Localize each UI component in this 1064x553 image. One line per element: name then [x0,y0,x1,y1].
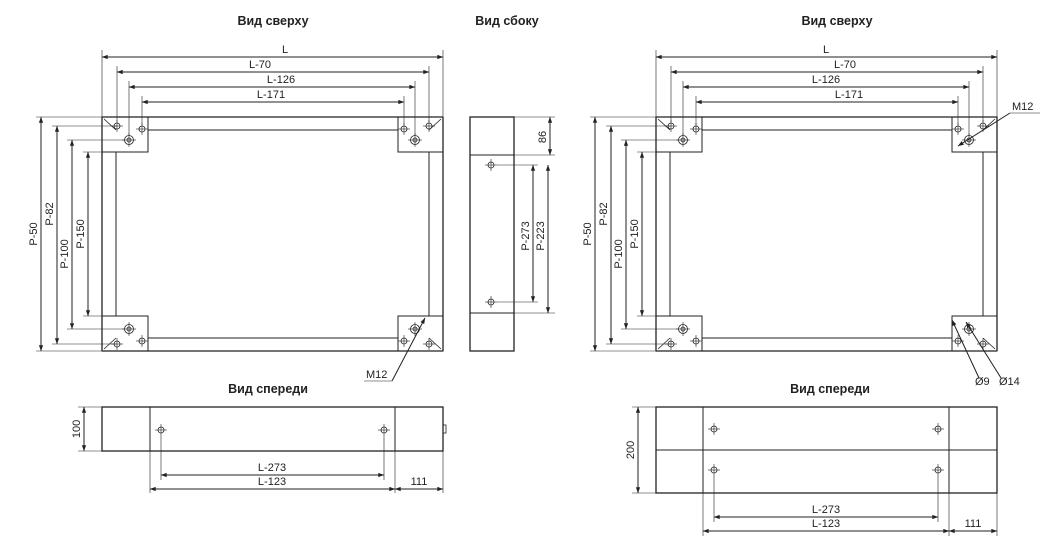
dim-p150-left: P-150 [75,219,87,248]
dim-p223-side: P-223 [535,221,547,250]
dim-p273-side: P-273 [520,221,532,250]
dim-p82-right: P-82 [598,202,610,225]
dim-m12-left: M12 [366,369,387,381]
side-view-dimensions [497,116,555,314]
dim-l-left: L [282,44,288,56]
m12-leader-right [957,112,1011,147]
dimensions-horizontal-right [655,50,998,135]
dim-p82-left: P-82 [44,202,56,225]
front-view-right-title: Вид спереди [790,382,870,396]
dim-l70-left: L-70 [249,59,271,71]
dim-d14: Ø14 [999,376,1020,388]
top-view-left: L L-70 L-126 L-171 P-50 P-82 P-100 P-150… [28,44,444,382]
frame-outline-right [655,116,998,352]
dim-l273-right: L-273 [812,504,840,516]
front-view-right: 200 L-273 L-123 111 [625,406,998,536]
dim-l123-right: L-123 [812,518,840,530]
dim-l273-left: L-273 [258,462,286,474]
dimensions-horizontal-left [101,50,444,135]
frame-outline-left [101,116,444,352]
front-left-dimensions [78,406,444,493]
top-view-right: L L-70 L-126 L-171 P-50 P-82 P-100 P-150… [582,44,1040,388]
front-view-left-title: Вид спереди [228,382,308,396]
side-view-title: Вид сбоку [475,14,539,28]
front-right-dimensions [632,406,998,536]
bolt-holes-right [664,119,990,351]
dim-p100-right: P-100 [613,239,625,268]
dim-111-right: 111 [965,518,982,530]
dim-p150-right: P-150 [629,219,641,248]
side-view: 86 P-273 P-223 [469,116,555,352]
dim-l171-left: L-171 [257,89,285,101]
dim-l126-left: L-126 [267,74,295,86]
top-view-right-title: Вид сверху [801,14,872,28]
m12-leader-left [391,317,426,382]
dimensions-vertical-left [36,116,124,352]
d9-leader [951,319,980,379]
dim-p100-left: P-100 [59,239,71,268]
d14-leader [965,321,1002,379]
dim-200: 200 [625,441,637,459]
dim-111-left: 111 [411,476,428,488]
dimensions-vertical-right [590,116,678,352]
dim-l-right: L [823,44,829,56]
dim-m12-right: M12 [1012,101,1033,113]
dim-p50-right: P-50 [582,222,594,245]
top-view-left-title: Вид сверху [237,14,308,28]
dim-100: 100 [71,420,83,438]
dim-l70-right: L-70 [834,59,856,71]
dim-l171-right: L-171 [835,89,863,101]
dim-d9: Ø9 [975,376,990,388]
dim-p50-left: P-50 [28,222,40,245]
dim-l123-left: L-123 [258,476,286,488]
front-view-left: 100 L-273 L-123 111 [71,406,447,493]
bolt-holes-left [110,119,436,351]
dim-l126-right: L-126 [812,74,840,86]
dim-86: 86 [537,131,549,143]
